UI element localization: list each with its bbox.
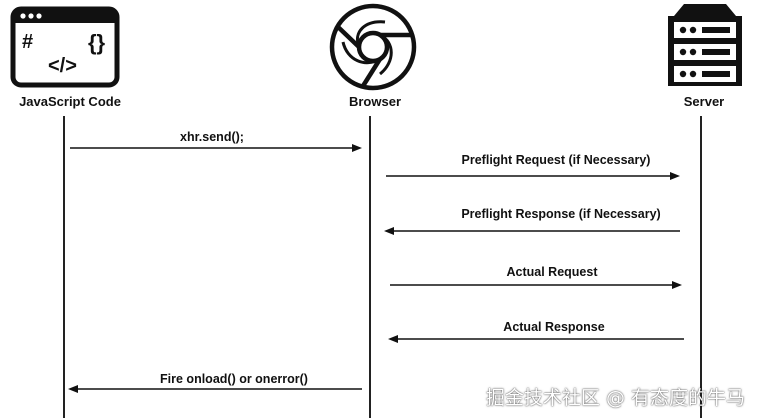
- message-label-preflight-request: Preflight Request (if Necessary): [461, 153, 651, 167]
- code-window-icon: # {} </>: [10, 6, 120, 88]
- actor-label-browser: Browser: [348, 94, 402, 109]
- actor-label-server: Server: [683, 94, 725, 109]
- message-label-actual-response: Actual Response: [503, 320, 605, 334]
- message-label-preflight-response: Preflight Response (if Necessary): [461, 207, 661, 221]
- icon-tag-text: </>: [48, 55, 77, 77]
- message-arrow-preflight-request: [386, 171, 680, 181]
- icon-braces-text: {}: [88, 30, 106, 55]
- message-arrow-actual-request: [390, 280, 682, 290]
- lifeline-server: [700, 116, 702, 418]
- server-icon: [666, 2, 744, 88]
- actor-label-javascript: JavaScript Code: [19, 94, 121, 109]
- icon-hash-text: #: [22, 31, 33, 53]
- message-arrow-fire-onload: [68, 384, 362, 394]
- message-label-fire-onload: Fire onload() or onerror(): [160, 372, 308, 386]
- message-arrow-preflight-response: [384, 226, 680, 236]
- message-label-actual-request: Actual Request: [506, 265, 598, 279]
- browser-icon: [325, 2, 421, 92]
- message-label-xhr-send: xhr.send();: [180, 130, 244, 144]
- watermark: 掘金技术社区 @ 有态度的牛马: [485, 387, 745, 409]
- lifeline-browser: [369, 116, 371, 418]
- message-arrow-xhr-send: [70, 143, 362, 153]
- lifeline-javascript: [63, 116, 65, 418]
- message-arrow-actual-response: [388, 334, 684, 344]
